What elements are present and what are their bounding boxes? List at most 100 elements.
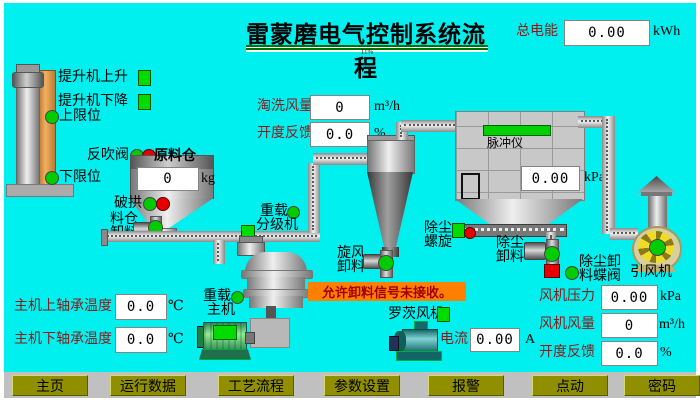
fan-pressure-label: 风机压力 xyxy=(539,289,595,304)
break-arch-red-lamp-icon xyxy=(156,197,170,211)
pulse-meter-label: 脉冲仪 xyxy=(487,136,524,150)
silo-weight-unit: kg xyxy=(201,171,215,186)
main-motor-base xyxy=(199,349,251,360)
mill-to-cyclone-pipe xyxy=(313,153,377,165)
nav-jog-button[interactable]: 点动 xyxy=(532,375,608,396)
elevator-head xyxy=(12,72,44,88)
upper-bearing-unit: ℃ xyxy=(168,299,184,314)
baghouse-green-bar-icon xyxy=(483,125,551,136)
roots-blower-label: 罗茨风机 xyxy=(388,307,444,322)
fan-hub-lamp-icon xyxy=(649,239,666,256)
cyclone-cylinder xyxy=(367,140,415,174)
title-underline xyxy=(246,45,488,52)
nav-password-button[interactable]: 密码 xyxy=(624,375,700,396)
upper-limit-lamp-icon xyxy=(45,110,59,124)
lower-bearing-unit: ℃ xyxy=(168,332,184,347)
fan-inlet-downpipe xyxy=(602,116,615,234)
dust-discharge-label: 除尘 卸料 xyxy=(496,236,524,265)
nav-home-button[interactable]: 主页 xyxy=(12,375,88,396)
roots-blower-body xyxy=(402,329,438,353)
elevator-base xyxy=(6,184,74,197)
mill-body-lower xyxy=(249,296,303,308)
current-value[interactable]: 0.00 xyxy=(470,328,520,352)
elevator-down-label: 提升机下降 xyxy=(58,94,128,109)
butterfly-valve-lamp-icon xyxy=(565,266,579,280)
fan-feet xyxy=(634,265,676,272)
feed-pipe xyxy=(104,231,320,242)
fan-opening-value[interactable]: 0.0 xyxy=(601,341,658,366)
silo-weight-value[interactable]: 0 xyxy=(137,167,199,191)
nav-bar: 主页 运行数据 工艺流程 参数设置 报警 点动 密码 xyxy=(4,372,700,398)
lower-limit-label: 下限位 xyxy=(59,170,101,185)
mill-base-box xyxy=(250,318,290,348)
baghouse-door-icon[interactable] xyxy=(461,173,480,200)
page-title: 雷蒙磨电气控制系统流程 xyxy=(246,22,486,81)
cyclone-discharge-label: 旋风 卸料 xyxy=(337,246,365,275)
baghouse-pressure-unit: kPa xyxy=(584,170,605,185)
nav-alarm-button[interactable]: 报警 xyxy=(428,375,504,396)
fan-opening-unit: % xyxy=(660,345,672,360)
lower-bearing-label: 主机下轴承温度 xyxy=(14,332,112,347)
fan-inlet-elbow xyxy=(610,228,638,240)
lower-limit-lamp-icon xyxy=(45,171,59,185)
dust-screw-lamp-icon xyxy=(452,223,465,238)
fan-opening-label: 开度反馈 xyxy=(539,345,595,360)
stack-cone-lip xyxy=(641,192,672,196)
wash-flow-label: 淘洗风量 xyxy=(257,99,313,114)
cyclone-valve-lamp-icon xyxy=(378,255,394,271)
break-arch-green-lamp-icon xyxy=(143,197,157,211)
upper-bearing-label: 主机上轴承温度 xyxy=(14,299,112,314)
silo-label: 原料仓 xyxy=(154,149,196,164)
classifier-label-line1: 重载 xyxy=(260,204,288,219)
fan-pressure-value[interactable]: 0.00 xyxy=(601,285,658,310)
classifier-lamp-icon xyxy=(287,206,300,219)
nav-parameters-button[interactable]: 参数设置 xyxy=(324,375,400,396)
stack-pipe xyxy=(648,193,667,230)
nav-run-data-button[interactable]: 运行数据 xyxy=(110,375,186,396)
elevator-up-lamp-icon xyxy=(138,70,151,86)
title-tick-text: 11% xyxy=(360,48,374,56)
blowback-valve-label: 反吹阀 xyxy=(87,148,129,163)
mill-outlet-riser-pipe xyxy=(308,163,320,233)
mill-feed-drop-pipe xyxy=(213,240,225,264)
main-motor-shaft xyxy=(245,332,255,344)
wash-flow-value[interactable]: 0 xyxy=(310,95,370,120)
classifier-label-line2: 分级机 xyxy=(256,218,298,233)
elevator-down-lamp-icon xyxy=(138,94,151,110)
total-energy-label: 总电能 xyxy=(516,24,558,39)
cyclone-to-baghouse-pipe xyxy=(401,120,458,132)
elevator-up-label: 提升机上升 xyxy=(58,70,128,85)
mill-body-upper xyxy=(247,277,305,290)
nav-process-button[interactable]: 工艺流程 xyxy=(218,375,294,396)
total-energy-value[interactable]: 0.00 xyxy=(564,20,650,46)
roots-blower-lamp-icon xyxy=(437,307,450,322)
main-motor-panel xyxy=(213,325,237,340)
wash-flow-unit: m³/h xyxy=(374,99,400,114)
main-motor-label-line2: 主机 xyxy=(207,303,235,318)
roots-blower-pulley xyxy=(389,336,399,351)
upper-limit-label: 上限位 xyxy=(59,109,101,124)
main-motor-label-line1: 重载 xyxy=(203,289,231,304)
induced-fan-label: 引风机 xyxy=(630,265,672,280)
wash-opening-unit: % xyxy=(374,126,386,141)
dust-discharge-valve-icon[interactable] xyxy=(524,242,546,260)
wash-opening-value[interactable]: 0.0 xyxy=(310,122,370,147)
main-motor-lamp-icon xyxy=(231,291,244,304)
discharge-signal-banner: 允许卸料信号未接收。 xyxy=(308,282,466,301)
current-label: 电流 xyxy=(440,332,468,347)
dust-discharge-red-box-icon xyxy=(544,264,560,278)
upper-bearing-value[interactable]: 0.0 xyxy=(115,294,167,320)
fan-flow-unit: m³/h xyxy=(659,317,685,332)
total-energy-unit: kWh xyxy=(653,24,681,39)
dust-discharge-valve-lamp-icon xyxy=(544,246,560,262)
feed-pipe-cap xyxy=(101,229,108,246)
current-unit: A xyxy=(525,332,536,347)
wash-opening-label: 开度反馈 xyxy=(257,126,313,141)
elevator-cylinder xyxy=(16,84,40,188)
dust-screw-red-lamp-icon xyxy=(464,227,476,239)
lower-bearing-value[interactable]: 0.0 xyxy=(115,327,167,353)
mill-dome xyxy=(245,252,307,272)
fan-flow-value[interactable]: 0 xyxy=(601,313,658,338)
baghouse-pressure-value[interactable]: 0.00 xyxy=(521,166,580,191)
